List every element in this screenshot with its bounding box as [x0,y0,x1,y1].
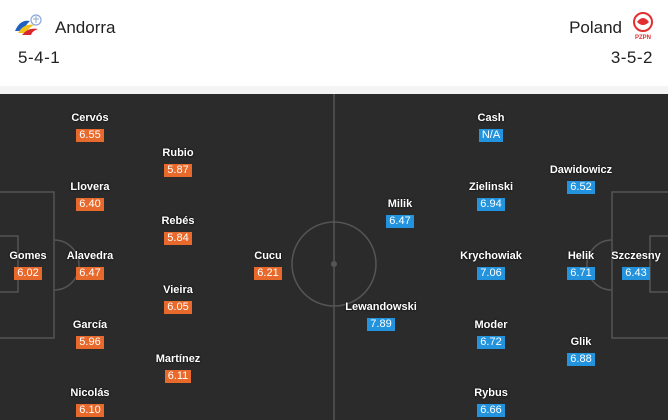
home-player[interactable]: Cucu 6.21 [223,250,313,281]
player-name: Martínez [155,353,201,365]
home-player[interactable]: Rubio 5.87 [133,147,223,178]
home-player[interactable]: Rebés 5.84 [133,215,223,246]
player-rating: 6.88 [567,353,595,366]
left-penalty-arc [53,239,80,291]
home-player[interactable]: Nicolás 6.10 [45,387,135,418]
away-team-name[interactable]: Poland [569,18,622,37]
player-rating: 6.66 [477,404,505,417]
away-player[interactable]: Krychowiak 7.06 [446,250,536,281]
home-player[interactable]: Cervós 6.55 [45,112,135,143]
player-name: Rubio [162,147,194,159]
left-goal-box [0,235,19,293]
poland-pzpn-crest-icon: PZPN [633,12,653,41]
player-name: Lewandowski [345,301,417,313]
away-player[interactable]: Rybus 6.66 [446,387,536,418]
player-name: Rybus [474,387,508,399]
player-name: Rebés [161,215,195,227]
player-rating: 6.43 [622,267,650,280]
player-rating: 5.96 [76,336,104,349]
player-rating: 6.71 [567,267,595,280]
player-name: Cervós [71,112,109,124]
pzpn-crest-text: PZPN [635,35,651,41]
away-formation: 3-5-2 [610,48,653,67]
player-rating: 7.89 [367,318,395,331]
andorra-crest-icon [15,14,42,35]
player-rating: 6.55 [76,129,104,142]
left-penalty-box [0,191,55,339]
away-player[interactable]: Glik 6.88 [536,336,626,367]
away-player[interactable]: Szczesny 6.43 [591,250,668,281]
lineup-pitch: Cervós 6.55 Rubio 5.87 Llovera 6.40 Rebé… [0,94,668,420]
player-rating: 7.06 [477,267,505,280]
player-name: Krychowiak [460,250,522,262]
player-rating: 6.94 [477,198,505,211]
home-player[interactable]: Vieira 6.05 [133,284,223,315]
home-player[interactable]: Martínez 6.11 [133,353,223,384]
player-name: Szczesny [611,250,661,262]
away-player[interactable]: Lewandowski 7.89 [336,301,426,332]
center-circle [291,221,377,307]
home-player[interactable]: García 5.96 [45,319,135,350]
home-formation: 5-4-1 [18,48,61,67]
player-rating: 6.52 [567,181,595,194]
player-name: Moder [474,319,508,331]
away-player[interactable]: Dawidowicz 6.52 [536,164,626,195]
player-rating: 6.02 [14,267,42,280]
player-name: Nicolás [70,387,110,399]
player-rating: 5.87 [164,164,192,177]
right-penalty-box [611,191,668,339]
away-player[interactable]: Moder 6.72 [446,319,536,350]
away-player[interactable]: Milik 6.47 [355,198,445,229]
right-goal-box [649,235,668,293]
home-player[interactable]: Alavedra 6.47 [45,250,135,281]
player-name: Zielinski [468,181,514,193]
player-rating: 5.84 [164,232,192,245]
player-name: Dawidowicz [549,164,613,176]
player-rating: 6.10 [76,404,104,417]
player-name: Helik [567,250,595,262]
player-name: Llovera [70,181,110,193]
player-rating: 6.47 [386,215,414,228]
player-name: Cucu [254,250,282,262]
away-player[interactable]: Cash N/A [446,112,536,143]
away-player[interactable]: Zielinski 6.94 [446,181,536,212]
player-rating: 6.05 [164,301,192,314]
player-name: Milik [387,198,413,210]
player-name: Vieira [163,284,193,296]
player-name: García [72,319,108,331]
player-rating: 6.21 [254,267,282,280]
home-team-name[interactable]: Andorra [55,18,116,37]
player-name: Glik [570,336,592,348]
match-header: Andorra 5-4-1 Poland PZPN 3-5-2 [0,0,668,86]
player-rating: 6.11 [164,370,192,383]
right-penalty-arc [586,239,613,291]
away-player[interactable]: Helik 6.71 [536,250,626,281]
player-rating: 6.40 [76,198,104,211]
player-rating: 6.72 [477,336,505,349]
home-player[interactable]: Gomes 6.02 [0,250,73,281]
header-divider [0,86,668,94]
home-player[interactable]: Llovera 6.40 [45,181,135,212]
player-name: Cash [477,112,505,124]
pitch-markings [0,94,668,420]
player-name: Alavedra [66,250,114,262]
player-name: Gomes [9,250,47,262]
center-spot [331,261,337,267]
player-rating: 6.47 [76,267,104,280]
player-rating: N/A [478,129,504,142]
